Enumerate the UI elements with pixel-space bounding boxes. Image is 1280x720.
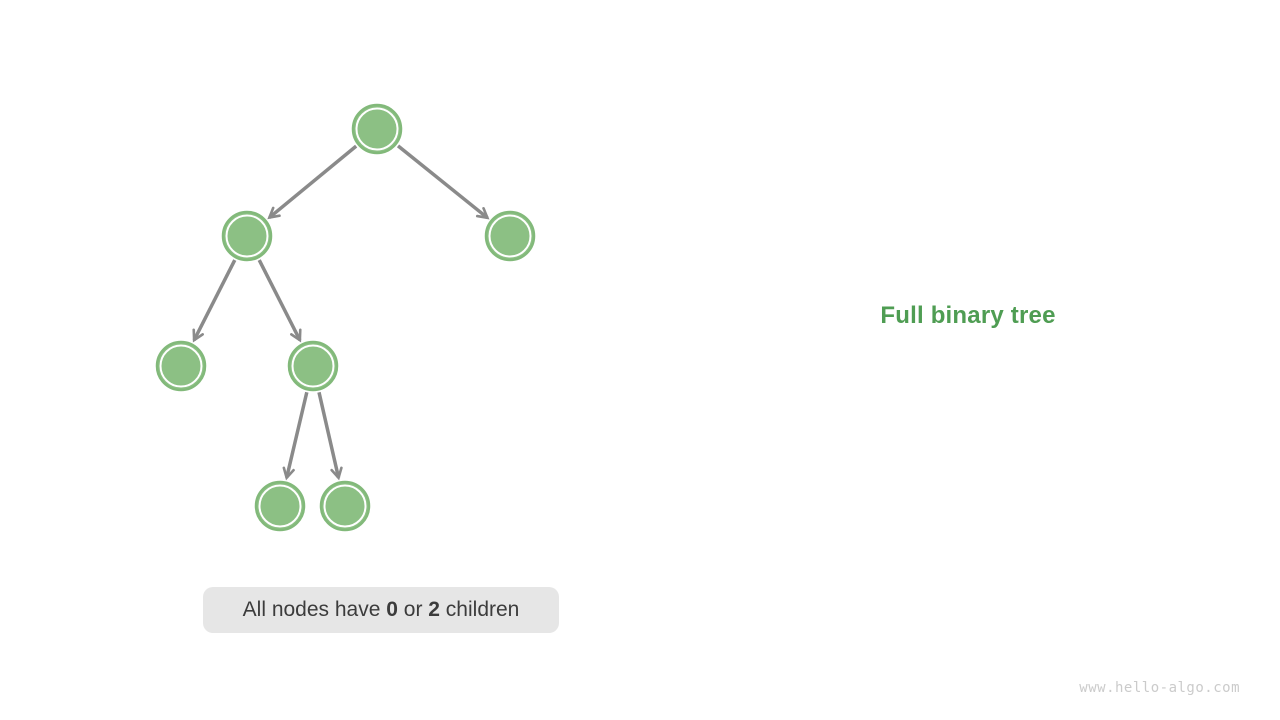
tree-node bbox=[319, 480, 371, 532]
diagram-title: Full binary tree bbox=[880, 302, 1056, 329]
tree-node bbox=[351, 103, 403, 155]
tree-node bbox=[287, 340, 339, 392]
tree-edge bbox=[282, 391, 309, 481]
tree-node bbox=[484, 210, 536, 262]
tree-node bbox=[155, 340, 207, 392]
edge-layer bbox=[192, 144, 490, 481]
tree-edge bbox=[257, 259, 302, 343]
tree-node bbox=[254, 480, 306, 532]
tree-edge bbox=[267, 144, 358, 220]
tree-edge bbox=[317, 391, 343, 481]
caption-text: All nodes have 0 or 2 children bbox=[242, 598, 520, 621]
tree-node bbox=[221, 210, 273, 262]
tree-edge bbox=[396, 144, 490, 220]
tree-edge bbox=[192, 259, 237, 343]
watermark: www.hello-algo.com bbox=[1079, 680, 1240, 696]
node-layer bbox=[155, 103, 536, 532]
caption-box: All nodes have 0 or 2 children bbox=[203, 587, 559, 633]
